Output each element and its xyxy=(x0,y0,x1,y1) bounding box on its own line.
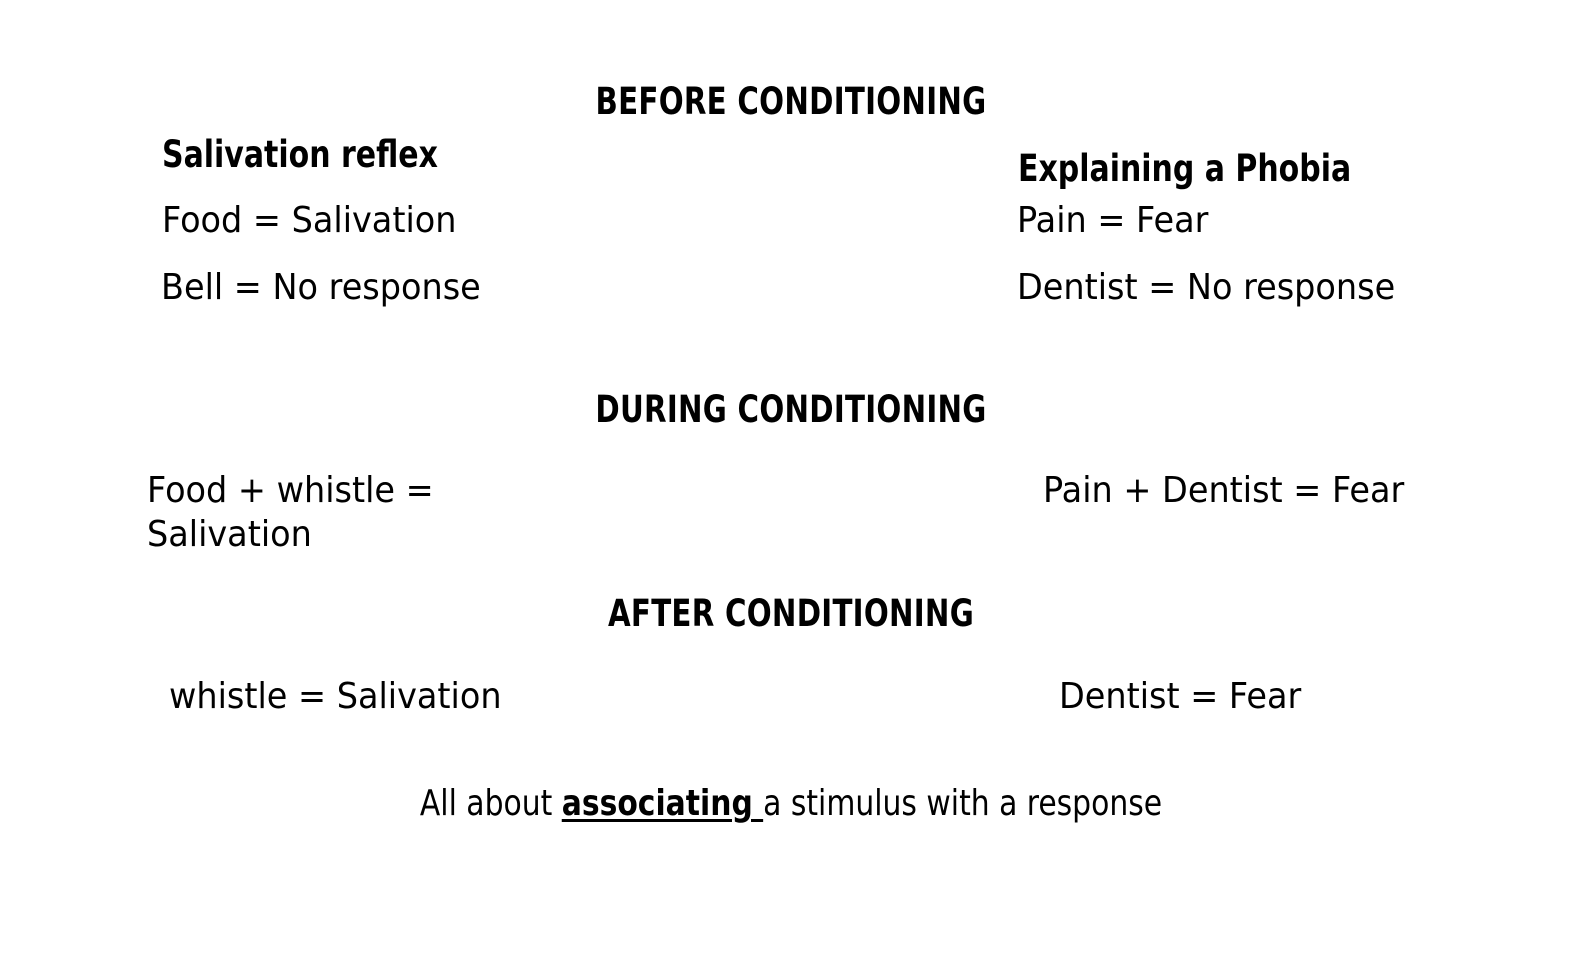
conclusion-prefix: All about xyxy=(419,783,562,824)
conclusion-line: All about associating a stimulus with a … xyxy=(63,783,1518,824)
before-right-line-2: Dentist = No response xyxy=(1017,267,1396,308)
after-left-line-1: whistle = Salivation xyxy=(169,676,502,717)
section-title-during-conditioning: DURING CONDITIONING xyxy=(595,388,987,431)
section-title-before-conditioning: BEFORE CONDITIONING xyxy=(595,80,987,123)
before-left-line-2: Bell = No response xyxy=(161,267,481,308)
column-header-salivation-reflex: Salivation reflex xyxy=(162,133,438,176)
during-left-line-1: Food + whistle = Salivation xyxy=(147,470,434,555)
conclusion-suffix: a stimulus with a response xyxy=(763,783,1163,824)
after-right-line-1: Dentist = Fear xyxy=(1059,676,1302,717)
section-title-after-conditioning: AFTER CONDITIONING xyxy=(607,592,975,635)
before-right-line-1: Pain = Fear xyxy=(1017,200,1209,241)
during-right-line-1: Pain + Dentist = Fear xyxy=(1043,470,1405,511)
column-header-explaining-a-phobia: Explaining a Phobia xyxy=(1018,147,1352,190)
conclusion-emphasis-associating: associating xyxy=(561,783,764,824)
before-left-line-1: Food = Salivation xyxy=(162,200,457,241)
